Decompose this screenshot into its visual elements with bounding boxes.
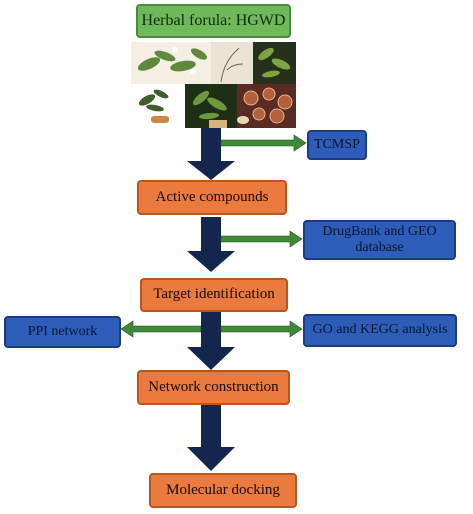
target-identification-label: Target identification (153, 286, 275, 303)
main-arrow-2 (187, 217, 235, 272)
molecular-docking-label: Molecular docking (166, 481, 280, 498)
herbal-formula-box: Herbal forula: HGWD (136, 4, 291, 38)
tcmsp-label: TCMSP (314, 136, 360, 152)
molecular-docking-box: Molecular docking (149, 473, 297, 508)
main-arrow-1 (187, 128, 235, 180)
network-construction-box: Network construction (137, 370, 290, 405)
drugbank-geo-label: DrugBank and GEO database (322, 223, 437, 255)
active-compounds-box: Active compounds (137, 180, 287, 215)
network-construction-label: Network construction (148, 378, 279, 395)
drugbank-geo-box: DrugBank and GEO database (303, 220, 456, 260)
main-arrow-4 (187, 400, 235, 471)
active-compounds-label: Active compounds (155, 188, 269, 205)
tcmsp-box: TCMSP (307, 130, 367, 160)
ppi-network-label: PPI network (27, 323, 98, 339)
target-identification-box: Target identification (140, 278, 288, 312)
main-arrow-3 (187, 306, 235, 370)
side-arrow-go-kegg (220, 320, 303, 338)
herbal-formula-title: Herbal forula: HGWD (141, 11, 286, 29)
side-arrow-drugbank (220, 230, 303, 248)
herb-images (131, 42, 296, 128)
go-kegg-label: GO and KEGG analysis (312, 322, 448, 338)
side-arrow-ppi (120, 320, 202, 338)
side-arrow-tcmsp (220, 134, 307, 152)
ppi-network-box: PPI network (4, 316, 121, 348)
go-kegg-box: GO and KEGG analysis (303, 314, 457, 347)
